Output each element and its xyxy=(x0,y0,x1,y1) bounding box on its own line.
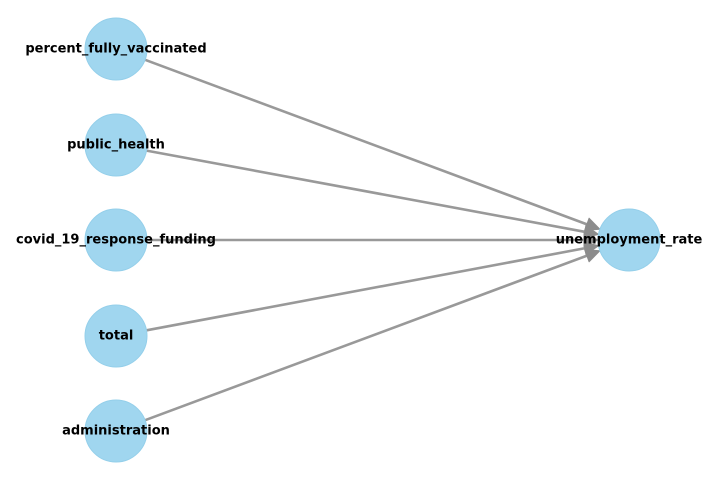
node-administration xyxy=(84,399,148,463)
node-label: unemployment_rate xyxy=(556,233,703,248)
edge-public_health-to-unemployment_rate xyxy=(145,149,599,239)
node-total xyxy=(84,304,148,368)
node-circle xyxy=(597,208,661,272)
node-label: public_health xyxy=(67,138,165,153)
edge-administration-to-unemployment_rate xyxy=(143,249,601,422)
node-covid_19_response_funding xyxy=(84,208,148,272)
nodes-layer: percent_fully_vaccinated public_healthcov… xyxy=(16,17,703,463)
node-label: covid_19_response_funding xyxy=(16,233,216,248)
node-label: administration xyxy=(62,424,170,439)
edge-line xyxy=(143,58,591,227)
node-label: percent_fully_vaccinated xyxy=(25,42,206,57)
edge-percent_fully_vaccinated-to-unemployment_rate xyxy=(143,58,601,231)
node-circle xyxy=(84,304,148,368)
node-public_health xyxy=(84,113,148,177)
node-circle xyxy=(84,208,148,272)
node-percent_fully_vaccinated xyxy=(84,17,148,81)
edge-total-to-unemployment_rate xyxy=(145,241,599,332)
edges-layer xyxy=(143,58,601,422)
node-unemployment_rate xyxy=(597,208,661,272)
edge-line xyxy=(145,149,589,234)
node-circle xyxy=(84,113,148,177)
node-circle xyxy=(84,399,148,463)
edge-line xyxy=(143,253,591,422)
node-circle xyxy=(84,17,148,81)
arrowhead-icon xyxy=(584,249,601,263)
node-label: total xyxy=(99,329,134,344)
edge-line xyxy=(145,246,589,332)
